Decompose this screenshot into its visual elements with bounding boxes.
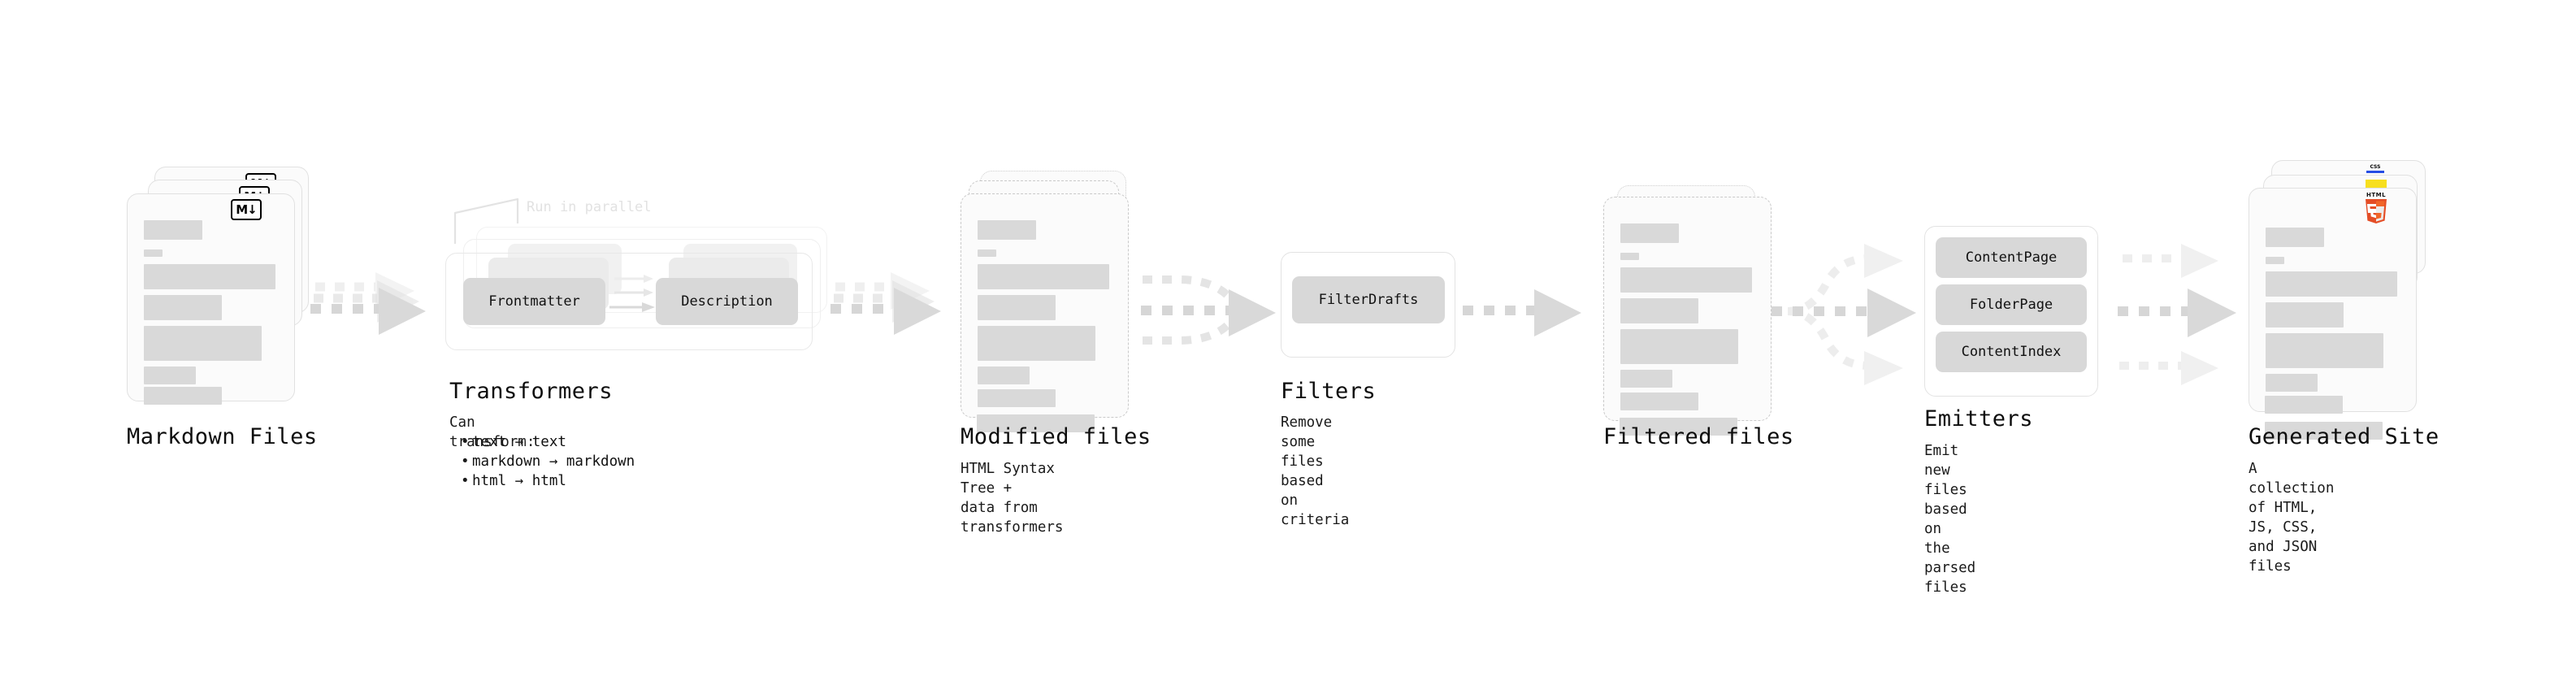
doc-bar	[144, 295, 222, 320]
doc-bar	[1620, 393, 1698, 410]
html5-icon: HTML	[2362, 192, 2390, 224]
stage-title-markdown: Markdown Files	[127, 424, 318, 449]
site-card-front	[2249, 188, 2417, 412]
run-in-parallel-label: Run in parallel	[527, 199, 652, 215]
list-item: text → text	[461, 432, 635, 452]
list-item: markdown → markdown	[461, 452, 635, 471]
doc-bar	[977, 414, 1095, 432]
markdown-card-front-lower	[127, 193, 295, 405]
doc-bar	[2265, 396, 2343, 414]
doc-bar	[2266, 333, 2383, 368]
doc-bar	[978, 220, 1036, 240]
arrow-filters-to-filtered	[1463, 289, 1581, 336]
transformer-chip-description[interactable]: Description	[656, 278, 798, 325]
modified-card-front-extra	[961, 193, 1129, 432]
emitter-chip-contentindex[interactable]: ContentIndex	[1936, 332, 2087, 372]
doc-bar	[978, 295, 1056, 320]
doc-bar	[1620, 253, 1639, 260]
stage-title-modified: Modified files	[961, 424, 1151, 449]
doc-bar	[2266, 374, 2318, 392]
doc-bar	[1620, 267, 1752, 293]
stage-title-filtered: Filtered files	[1603, 424, 1794, 449]
emitter-chip-folderpage[interactable]: FolderPage	[1936, 284, 2087, 325]
doc-bar	[2266, 271, 2397, 297]
css-icon-underline	[2366, 171, 2384, 173]
doc-bar	[978, 264, 1109, 289]
doc-bar	[2266, 302, 2344, 327]
doc-bar	[2266, 228, 2324, 247]
stage-title-transformers: Transformers	[449, 379, 614, 404]
doc-bar	[144, 220, 202, 240]
css-icon-label: CSS	[2370, 164, 2381, 170]
arrow-emitters-to-site	[2118, 244, 2236, 385]
stage-title-filters: Filters	[1281, 379, 1377, 404]
emitter-chip-contentpage[interactable]: ContentPage	[1936, 237, 2087, 278]
doc-bar	[1620, 418, 1737, 436]
doc-bar	[1620, 223, 1679, 243]
markdown-icon: M↓	[231, 199, 262, 220]
doc-bar	[144, 326, 262, 361]
list-item: html → html	[461, 471, 635, 491]
transformer-chip-frontmatter[interactable]: Frontmatter	[463, 278, 605, 325]
stage-title-emitters: Emitters	[1924, 406, 2034, 432]
filtered-card-front-extra	[1603, 197, 1772, 436]
stage-title-generated-site: Generated Site	[2249, 424, 2439, 449]
doc-bar	[978, 326, 1095, 361]
doc-bar	[978, 367, 1030, 384]
html5-icon-shield	[2366, 199, 2387, 223]
filtered-card-front	[1603, 197, 1772, 421]
stage-desc-generated-site: A collection of HTML, JS, CSS, and JSON …	[2249, 461, 2335, 575]
transformer-layer-front	[445, 253, 813, 350]
doc-bar	[1620, 329, 1738, 364]
stage-desc-modified: HTML Syntax Tree + data from transformer…	[961, 461, 1064, 536]
doc-bar	[1620, 298, 1698, 323]
doc-bar	[2265, 422, 2383, 440]
modified-card-front	[961, 193, 1129, 418]
doc-bar	[144, 264, 275, 289]
transformers-bullet-list: text → text markdown → markdown html → h…	[449, 432, 635, 491]
arrow-modified-to-filters	[1141, 275, 1276, 345]
doc-bar	[978, 389, 1056, 407]
css-icon: CSS	[2366, 165, 2384, 176]
html5-icon-label: HTML	[2366, 192, 2387, 198]
arrow-markdown-to-transformers	[310, 272, 426, 335]
doc-bar	[144, 387, 222, 405]
markdown-card-front	[127, 193, 295, 401]
stage-desc-filters: Remove some files based on criteria	[1281, 414, 1350, 528]
doc-bar	[1620, 370, 1672, 388]
site-card-front-extra	[2249, 188, 2417, 440]
filters-chip-filterdrafts[interactable]: FilterDrafts	[1292, 276, 1445, 323]
doc-bar	[978, 249, 996, 257]
stage-desc-emitters: Emit new files based on the parsed files	[1924, 443, 1976, 596]
doc-bar	[2266, 257, 2284, 264]
arrow-filtered-to-emitters	[1772, 244, 1916, 385]
doc-bar	[144, 367, 196, 384]
doc-bar	[144, 249, 163, 257]
arrow-transformers-to-modified	[830, 272, 941, 335]
